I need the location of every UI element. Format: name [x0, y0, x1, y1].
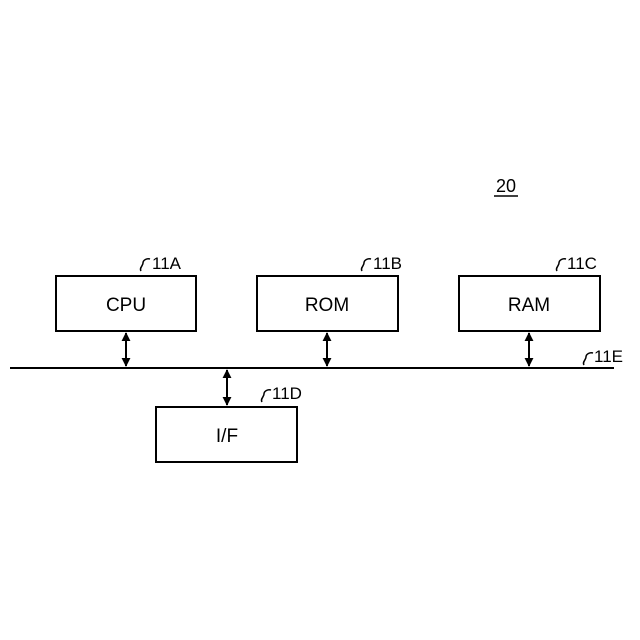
rom-ref: 11B	[373, 254, 402, 273]
rom-block: ROM 11B	[257, 254, 402, 331]
cpu-label: CPU	[106, 295, 146, 316]
bus-ref-leader	[583, 353, 593, 365]
ram-block: RAM 11C	[459, 254, 600, 331]
cpu-ref-leader	[140, 259, 150, 271]
bus-ref: 11E	[594, 347, 623, 366]
interface-ref: 11D	[272, 384, 302, 403]
cpu-block: CPU 11A	[56, 254, 196, 331]
bus: 11E	[10, 347, 623, 368]
interface-ref-leader	[261, 390, 271, 402]
cpu-ref: 11A	[152, 254, 182, 273]
rom-label: ROM	[305, 295, 349, 316]
ram-ref: 11C	[567, 254, 597, 273]
figure-label: 20	[496, 176, 516, 196]
interface-block: I/F 11D	[156, 384, 302, 462]
ram-label: RAM	[508, 295, 550, 316]
rom-ref-leader	[361, 259, 371, 271]
interface-label: I/F	[216, 426, 238, 447]
ram-ref-leader	[556, 259, 566, 271]
